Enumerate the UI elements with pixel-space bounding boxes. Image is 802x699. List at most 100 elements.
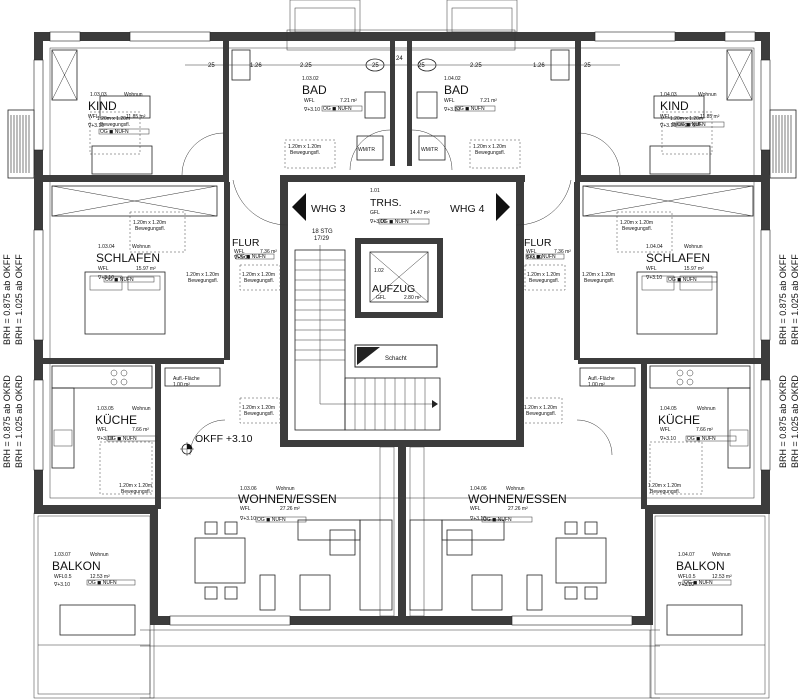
room-name: AUFZUG xyxy=(372,283,415,295)
room-area: 7.21 m² xyxy=(340,98,357,104)
bewegung-size: 1.20m x 1.20m xyxy=(133,220,166,226)
room-number: 1.03.04 xyxy=(98,244,115,250)
tag: OG ◼ NUFN xyxy=(323,106,352,112)
elevator-cab xyxy=(369,251,429,303)
room-area: 7.66 m² xyxy=(132,427,149,433)
room-name: WOHNEN/ESSEN xyxy=(468,492,567,506)
room-number: 1.03.02 xyxy=(302,76,319,82)
bewegung-text: Bewegungsfl. xyxy=(475,150,505,156)
brh-label: BRH = 1.025 ab OKRD xyxy=(14,375,24,468)
room-level: ∇+3.10 xyxy=(659,123,676,129)
bewegung-size: 1.20m x 1.20m xyxy=(242,405,275,411)
label-whg4: WHG 4 xyxy=(450,203,485,215)
room-use: Wohnun xyxy=(276,486,295,492)
room-name: BALKON xyxy=(52,559,101,573)
brh-label: BRH = 1.025 ab OKFF xyxy=(14,254,24,345)
room-area: 7.66 m² xyxy=(696,427,713,433)
room-kueche-right: 1.04.05 Wohnun KÜCHE WFL 7.66 m² ∇+3.10 xyxy=(658,406,716,442)
wmtr-right: WM/TR xyxy=(421,147,438,153)
room-wfl: WFL xyxy=(526,249,537,255)
room-bad-right: 1.04.02 BAD WFL 7.21 m² ∇+3.10 xyxy=(443,76,497,113)
bewegung-size: 1.20m x 1.20m xyxy=(670,116,703,122)
room-balkon-left: 1.03.07 Wohnun BALKON WFL0.5 12.53 m² ∇+… xyxy=(52,552,110,588)
room-level: ∇+3.10 xyxy=(677,582,694,588)
room-balkon-right: 1.04.07 Wohnun BALKON WFL0.5 12.53 m² ∇+… xyxy=(676,552,732,588)
room-area: 14.47 m² xyxy=(410,210,430,216)
dim-225-a: 2.25 xyxy=(300,63,312,69)
room-level: ∇+3.10 xyxy=(469,516,486,522)
room-use: Wohnun xyxy=(698,92,717,98)
room-flur-right: FLUR WFL 7.36 m² ∇+3.09 xyxy=(524,237,571,261)
brh-label: BRH = 1.025 ab OKRD xyxy=(790,375,800,468)
room-schlafen-left: 1.03.04 Wohnun SCHLAFEN WFL 15.97 m² ∇+3… xyxy=(96,244,160,281)
room-area: 11.85 m² xyxy=(126,114,146,120)
dim-25-d: 25 xyxy=(584,63,591,69)
door-swings xyxy=(181,129,621,456)
bewegung-text: Bewegungsfl. xyxy=(188,278,218,284)
room-wfl: WFL0.5 xyxy=(54,574,72,580)
bewegung-size: 1.20m x 1.20m xyxy=(648,483,681,489)
room-kind-left: 1.03.03 Wohnun KIND WFL 11.85 m² ∇+3.10 xyxy=(87,92,146,129)
room-name: KÜCHE xyxy=(95,413,137,427)
tag: OG ◼ NUFN xyxy=(456,106,485,112)
room-level: ∇+3.10 xyxy=(96,436,113,442)
room-area: 12.53 m² xyxy=(90,574,110,580)
bewegung-size: 1.20m x 1.20m xyxy=(473,144,506,150)
bewegung-text: Bewegungsfl. xyxy=(244,411,274,417)
room-name: BALKON xyxy=(676,559,725,573)
room-flur-left: FLUR WFL 7.36 m² ∇+3.09 xyxy=(232,237,277,261)
bewegung-size: 1.20m x 1.20m xyxy=(288,144,321,150)
room-wfl: WFL xyxy=(470,506,481,512)
bewegung-text: Bewegungsfl. xyxy=(672,122,702,128)
room-number: 1.04.07 xyxy=(678,552,695,558)
room-number: 1.04.03 xyxy=(660,92,677,98)
room-level: ∇+3.10 xyxy=(645,275,662,281)
room-wfl: WFL xyxy=(304,98,315,104)
room-area: 27.26 m² xyxy=(508,506,528,512)
room-area: 11.85 m² xyxy=(700,114,720,120)
room-level: ∇+3.10 xyxy=(239,516,256,522)
room-level: ∇+3.09 xyxy=(233,255,250,261)
room-name: FLUR xyxy=(524,237,552,249)
room-wfl: WFL xyxy=(444,98,455,104)
tag: OG ◼ NUFN xyxy=(527,254,556,260)
room-tag-texts: OG ◼ NUFN OG ◼ NUFN OG ◼ NUFN OG ◼ NUFN … xyxy=(88,106,716,586)
dim-25-b: 25 xyxy=(372,63,379,69)
room-area: 7.21 m² xyxy=(480,98,497,104)
room-area: 7.36 m² xyxy=(554,249,571,255)
living-furniture xyxy=(194,519,607,611)
tag: OG ◼ NUFN xyxy=(88,580,117,586)
room-wohnen-right: 1.04.06 Wohnun WOHNEN/ESSEN WFL 27.26 m²… xyxy=(468,486,567,522)
room-name: KIND xyxy=(88,99,117,113)
desks xyxy=(91,145,711,175)
room-use: Wohnun xyxy=(697,406,716,412)
tag: OG ◼ NUFN xyxy=(105,277,134,283)
bewegung-size: 1.20m x 1.20m xyxy=(119,483,152,489)
tag: OG ◼ NUFN xyxy=(668,277,697,283)
room-level: ∇+3.10 xyxy=(87,123,104,129)
top-canopies xyxy=(286,0,518,51)
brh-label: BRH = 0.875 ab OKRD xyxy=(2,375,12,468)
bewegung-text: Bewegungsfl. xyxy=(526,411,556,417)
brh-label: BRH = 1.025 ab OKFF xyxy=(790,254,800,345)
tag: OG ◼ NUFN xyxy=(684,580,713,586)
room-trhs: 1.01 TRHS. GFL 14.47 m² ∇+3.10 xyxy=(369,188,430,225)
brh-labels: BRH = 0.875 ab OKFF BRH = 1.025 ab OKFF … xyxy=(2,254,800,468)
room-use: Wohnun xyxy=(90,552,109,558)
room-number: 1.03.05 xyxy=(97,406,114,412)
stair-flights xyxy=(294,245,441,431)
label-whg3: WHG 3 xyxy=(311,203,346,215)
tag: OG ◼ NUFN xyxy=(237,254,266,260)
bewegung-text: Bewegungsfl. xyxy=(650,489,680,495)
room-area: 15.97 m² xyxy=(684,266,704,272)
aufl-label: Aufl.-Fläche xyxy=(588,376,615,382)
room-level: ∇+3.09 xyxy=(525,255,542,261)
movement-areas xyxy=(89,111,713,495)
bewegung-text: Bewegungsfl. xyxy=(244,278,274,284)
bewegung-size: 1.20m x 1.20m xyxy=(527,272,560,278)
movement-labels: 1.20m x 1.20m Bewegungsfl. 1.20m x 1.20m… xyxy=(97,116,703,495)
bewegung-text: Bewegungsfl. xyxy=(135,226,165,232)
room-number: 1.04.05 xyxy=(660,406,677,412)
tag: OG ◼ NUFN xyxy=(100,129,129,135)
